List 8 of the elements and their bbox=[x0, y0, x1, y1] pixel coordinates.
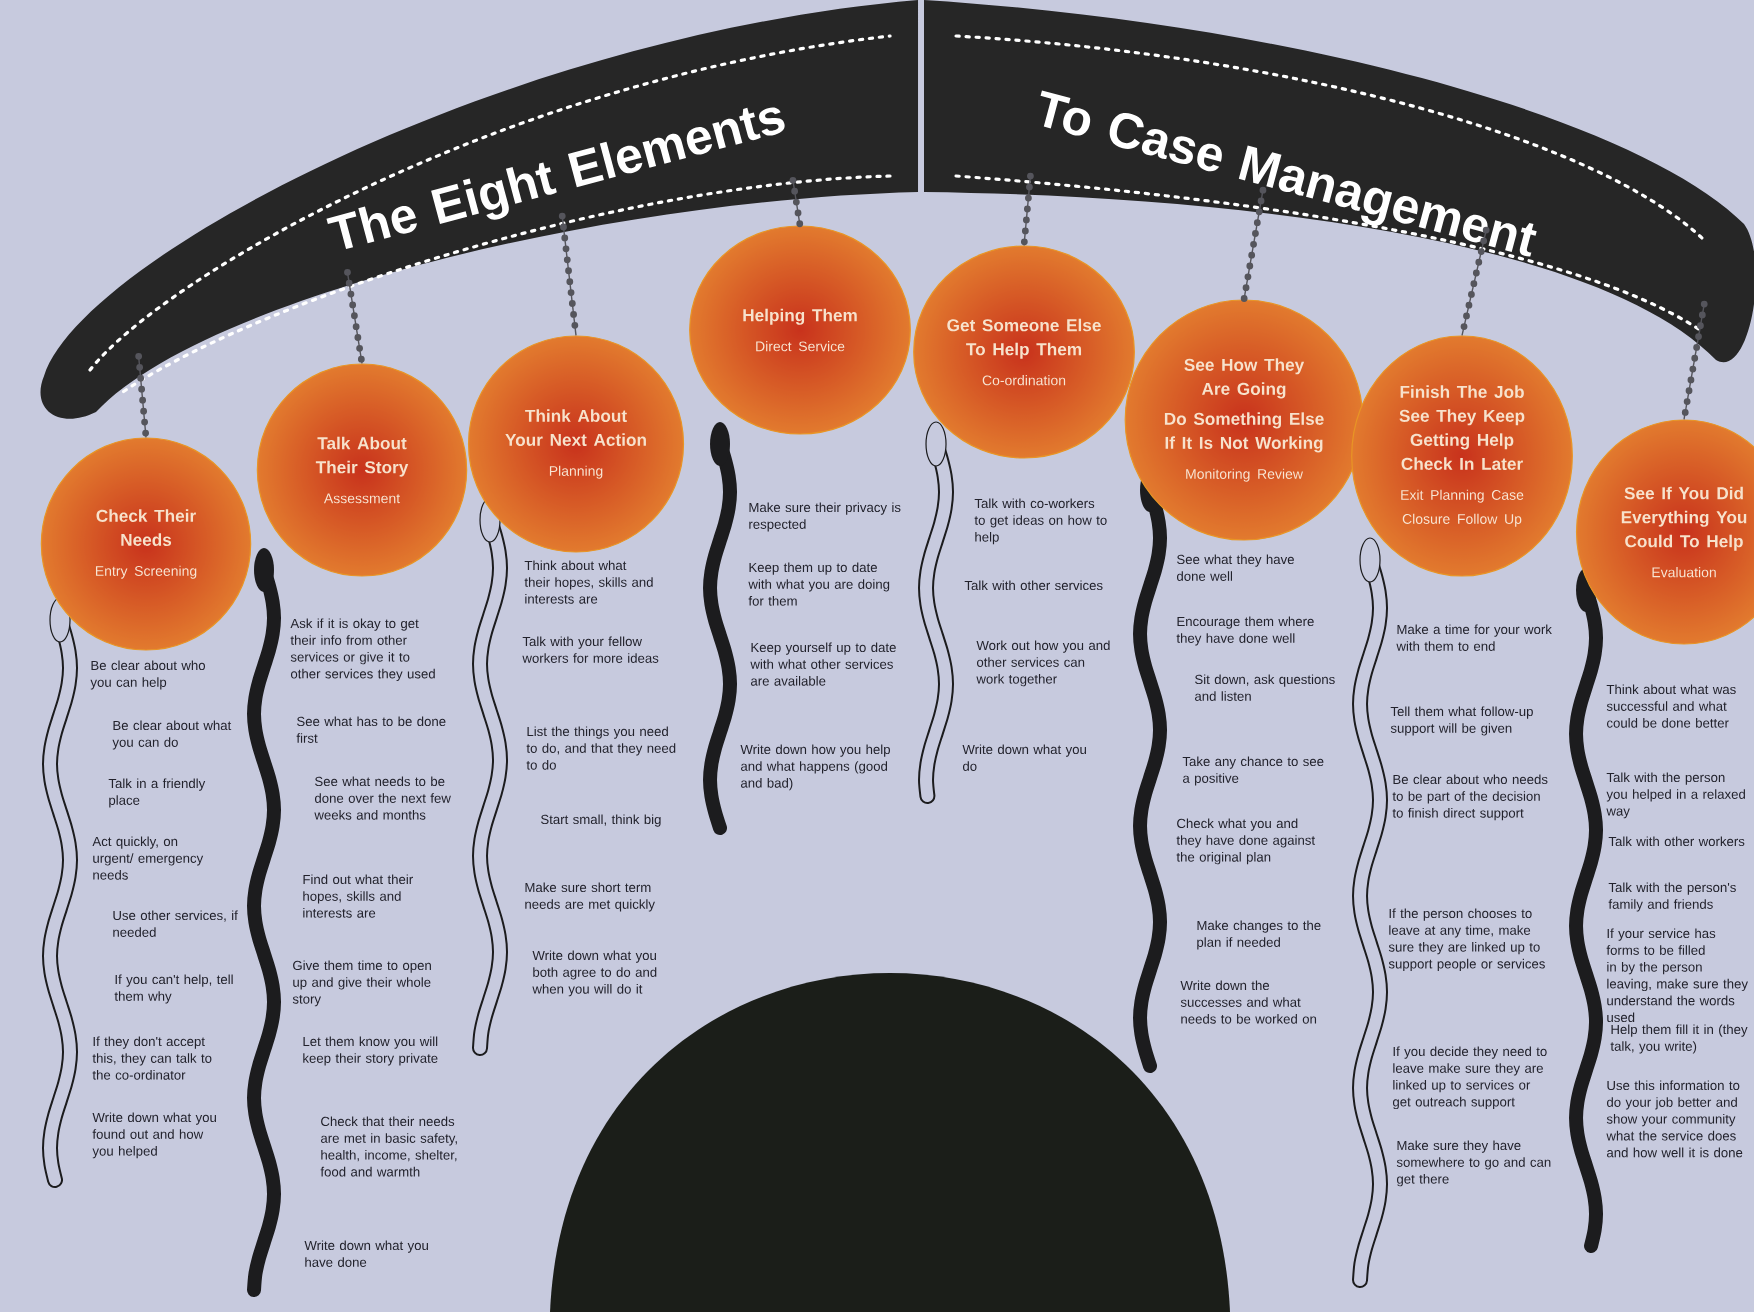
bead-string bbox=[1020, 172, 1034, 249]
bead-string bbox=[789, 176, 804, 229]
bead-string bbox=[558, 212, 580, 339]
bead-string bbox=[1680, 300, 1708, 423]
bead-string bbox=[1240, 186, 1267, 303]
bead-string bbox=[1458, 226, 1490, 339]
bead-string bbox=[135, 352, 150, 441]
bead-string bbox=[344, 268, 366, 367]
